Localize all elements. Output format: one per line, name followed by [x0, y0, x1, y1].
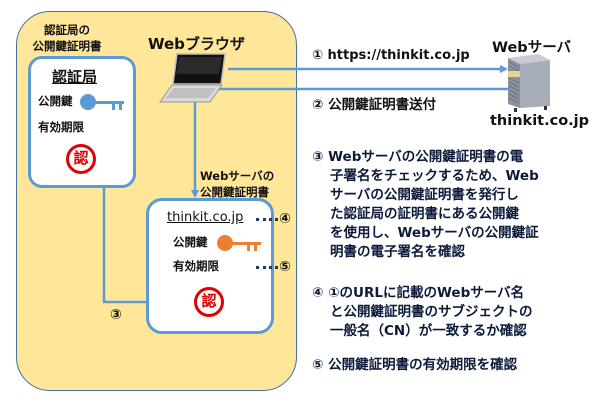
note4-head: ④ ①のURLに記載のWebサーバ名: [312, 285, 525, 301]
note3-head: ③ Webサーバの公開鍵証明書の電: [312, 149, 524, 165]
ca-title: 認証局: [52, 68, 98, 86]
ca-certificate-caption: 認証局の 公開鍵証明書: [28, 22, 106, 54]
leader-dots-4: [256, 218, 278, 221]
leader-dots-5: [256, 266, 278, 269]
note-step4: ④ ①のURLに記載のWebサーバ名 と公開鍵証明書のサブジェクトの 一般名（C…: [312, 284, 597, 341]
server-certificate-caption: Webサーバの 公開鍵証明書: [200, 168, 274, 200]
server-cert-domain: thinkit.co.jp: [167, 210, 244, 225]
ca-caption-line2: 公開鍵証明書: [32, 39, 102, 53]
note-step5: ⑤ 公開鍵証明書の有効期限を確認: [312, 356, 597, 375]
step1-label: ① https://thinkit.co.jp: [312, 48, 470, 63]
server-domain: thinkit.co.jp: [490, 113, 590, 129]
server-validity-label: 有効期限: [173, 259, 219, 273]
server-stamp-icon: 認: [194, 287, 224, 317]
ca-public-key-label: 公開鍵: [38, 94, 73, 108]
ca-stamp-icon: 認: [66, 144, 96, 174]
laptop-icon: [159, 53, 226, 103]
note4-line: 一般名（CN）が一致するか確認: [330, 323, 527, 339]
note-step3: ③ Webサーバの公開鍵証明書の電 子署名をチェックするため、Web サーバの公…: [312, 148, 597, 262]
server-tower-icon: [508, 54, 550, 112]
note5-head: ⑤ 公開鍵証明書の有効期限を確認: [312, 357, 518, 373]
ca-caption-line1: 認証局の: [44, 23, 90, 37]
step2-label: ② 公開鍵証明書送付: [312, 97, 437, 113]
server-caption-line1: Webサーバの: [200, 169, 275, 183]
note3-line: を使用し、Webサーバの公開鍵証: [330, 225, 539, 241]
server-caption-line2: 公開鍵証明書: [200, 185, 269, 199]
note4-line: と公開鍵証明書のサブジェクトの: [330, 304, 533, 320]
key-icon: [217, 235, 267, 253]
key-icon: [80, 94, 130, 112]
browser-label: Webブラウザ: [148, 35, 245, 53]
marker-5: ⑤: [279, 259, 291, 275]
marker-4: ④: [279, 211, 291, 227]
server-label: Webサーバ: [492, 40, 572, 56]
note3-line: 子署名をチェックするため、Web: [330, 168, 539, 184]
note3-line: た認証局の証明書にある公開鍵: [330, 206, 519, 222]
note3-line: 明書の電子署名を確認: [330, 244, 465, 260]
server-public-key-label: 公開鍵: [173, 235, 208, 249]
step3-marker: ③: [110, 307, 122, 323]
note3-line: サーバの公開鍵証明書を発行し: [330, 187, 519, 203]
ca-validity-label: 有効期限: [38, 120, 84, 134]
